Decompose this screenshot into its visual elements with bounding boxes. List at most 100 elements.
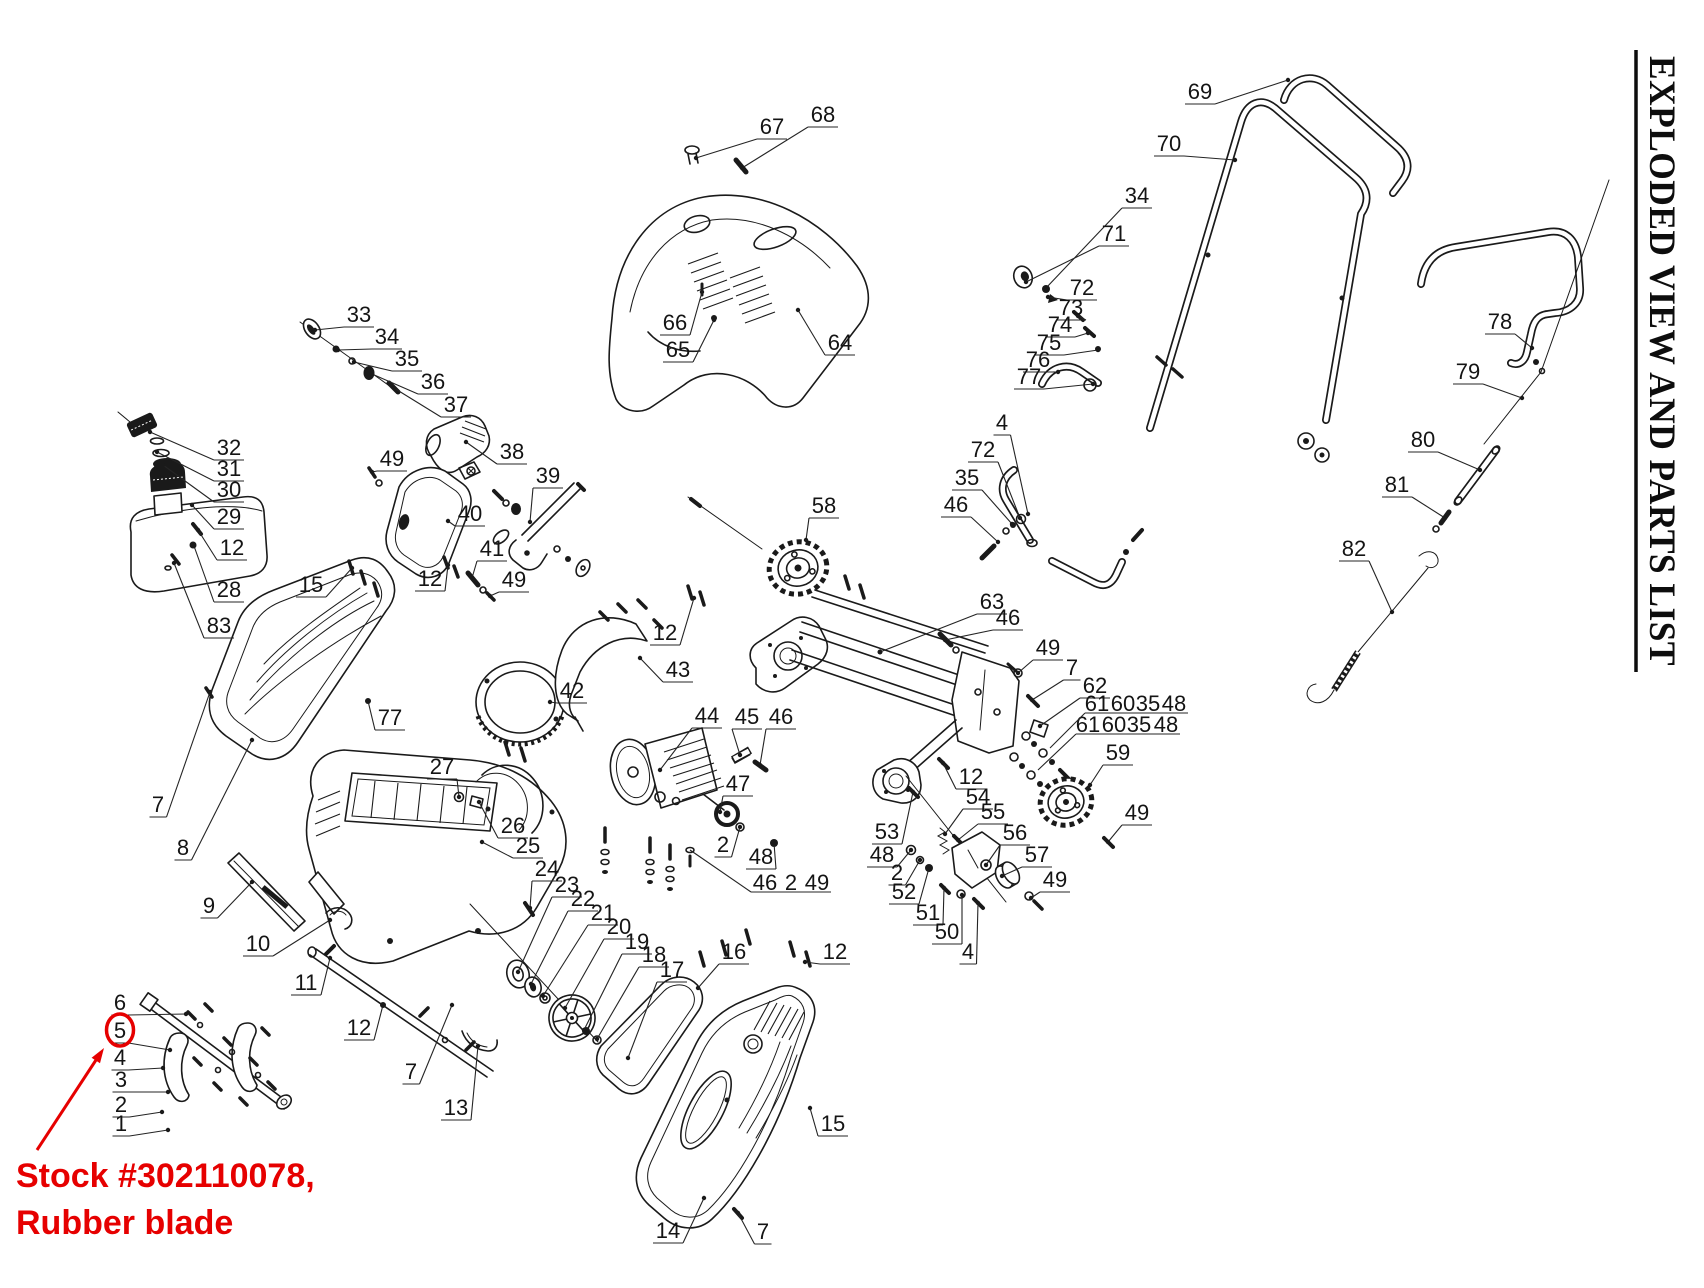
part-number-19: 19 [625, 929, 649, 954]
upper-handle [1280, 74, 1412, 197]
part-number-41: 41 [480, 536, 504, 561]
part-number-60: 60 [1111, 691, 1135, 716]
part-number-72: 72 [1070, 275, 1094, 300]
part-number-39: 39 [536, 463, 560, 488]
part-number-12: 12 [347, 1015, 371, 1040]
part-number-30: 30 [217, 477, 241, 502]
part-number-8: 8 [177, 835, 189, 860]
part-number-35: 35 [955, 465, 979, 490]
engine [600, 727, 778, 891]
part-number-61: 61 [1085, 691, 1109, 716]
spoked-pulley [548, 994, 596, 1042]
part-number-68: 68 [811, 102, 835, 127]
stock-number-text: Stock #302110078, [16, 1157, 315, 1195]
part-number-10: 10 [246, 931, 270, 956]
screw-67 [684, 145, 700, 165]
part-number-49: 49 [1125, 800, 1149, 825]
part-number-15: 15 [299, 572, 323, 597]
part-number-62: 62 [1083, 673, 1107, 698]
part-number-76: 76 [1026, 347, 1050, 372]
part-number-51: 51 [916, 900, 940, 925]
part-number-83: 83 [207, 613, 231, 638]
drive-belt [595, 976, 704, 1095]
part-number-35: 35 [1136, 691, 1160, 716]
part-number-66: 66 [663, 310, 687, 335]
part-number-48: 48 [1162, 691, 1186, 716]
part-number-71: 71 [1102, 221, 1126, 246]
part-number-46: 46 [769, 704, 793, 729]
auger-assembly [139, 992, 293, 1110]
part-number-2: 2 [891, 860, 903, 885]
auger-housing [305, 584, 706, 965]
part-number-48: 48 [1154, 712, 1178, 737]
part-number-29: 29 [217, 504, 241, 529]
part-number-25: 25 [516, 833, 540, 858]
part-number-65: 65 [666, 337, 690, 362]
part-number-45: 45 [735, 704, 759, 729]
part-number-4: 4 [996, 410, 1008, 435]
part-number-7: 7 [757, 1219, 769, 1244]
part-number-12: 12 [653, 620, 677, 645]
part-number-2: 2 [717, 832, 729, 857]
part-number-64: 64 [828, 330, 852, 355]
part-number-49: 49 [502, 567, 526, 592]
page-title: EXPLODED VIEW AND PARTS LIST [1641, 56, 1682, 666]
part-number-75: 75 [1037, 330, 1061, 355]
belt-keeper [461, 1030, 498, 1052]
part-number-34: 34 [1125, 183, 1149, 208]
part-number-44: 44 [695, 703, 719, 728]
part-number-67: 67 [760, 114, 784, 139]
part-number-37: 37 [444, 392, 468, 417]
part-number-69: 69 [1188, 79, 1212, 104]
part-number-13: 13 [444, 1095, 468, 1120]
part-number-77: 77 [1017, 364, 1041, 389]
part-number-16: 16 [722, 939, 746, 964]
part-number-22: 22 [571, 886, 595, 911]
part-number-42: 42 [560, 678, 584, 703]
part-number-46: 46 [944, 492, 968, 517]
part-number-80: 80 [1411, 427, 1435, 452]
part-number-20: 20 [607, 914, 631, 939]
part-number-14: 14 [656, 1218, 680, 1243]
part-number-36: 36 [421, 369, 445, 394]
part-number-12: 12 [220, 535, 244, 560]
part-number-43: 43 [666, 657, 690, 682]
annotation-arrow-shaft [35, 1059, 98, 1151]
part-number-1: 1 [115, 1111, 127, 1136]
wheel-front [687, 496, 830, 597]
part-number-26: 26 [501, 813, 525, 838]
part-number-49: 49 [1036, 635, 1060, 660]
part-number-17: 17 [660, 957, 684, 982]
engine-pulley [714, 801, 740, 827]
part-number-58: 58 [812, 493, 836, 518]
chute-guide-crescent [554, 598, 664, 732]
title-block: EXPLODED VIEW AND PARTS LIST [1634, 50, 1682, 672]
part-number-18: 18 [642, 942, 666, 967]
handle-knob [1297, 432, 1315, 450]
part-number-12: 12 [418, 566, 442, 591]
part-number-74: 74 [1048, 312, 1072, 337]
part-name-text: Rubber blade [16, 1204, 233, 1242]
part-number-59: 59 [1106, 740, 1130, 765]
part-number-35: 35 [1127, 712, 1151, 737]
part-number-57: 57 [1025, 842, 1049, 867]
part-number-21: 21 [591, 900, 615, 925]
bolt-68 [733, 157, 749, 175]
rubber-blade [231, 1022, 258, 1093]
part-number-48: 48 [870, 842, 894, 867]
part-number-34: 34 [375, 324, 399, 349]
part-number-3: 3 [115, 1067, 127, 1092]
part-number-53: 53 [875, 819, 899, 844]
part-number-5: 5 [114, 1018, 126, 1043]
part-number-49: 49 [380, 446, 404, 471]
bail-lever [1417, 227, 1585, 368]
part-number-4: 4 [962, 939, 974, 964]
part-number-78: 78 [1488, 309, 1512, 334]
part-number-32: 32 [217, 435, 241, 460]
part-number-2: 2 [115, 1092, 127, 1117]
part-number-2: 2 [785, 870, 797, 895]
part-number-7: 7 [405, 1059, 417, 1084]
part-number-11: 11 [295, 970, 318, 995]
part-number-6: 6 [114, 990, 126, 1015]
